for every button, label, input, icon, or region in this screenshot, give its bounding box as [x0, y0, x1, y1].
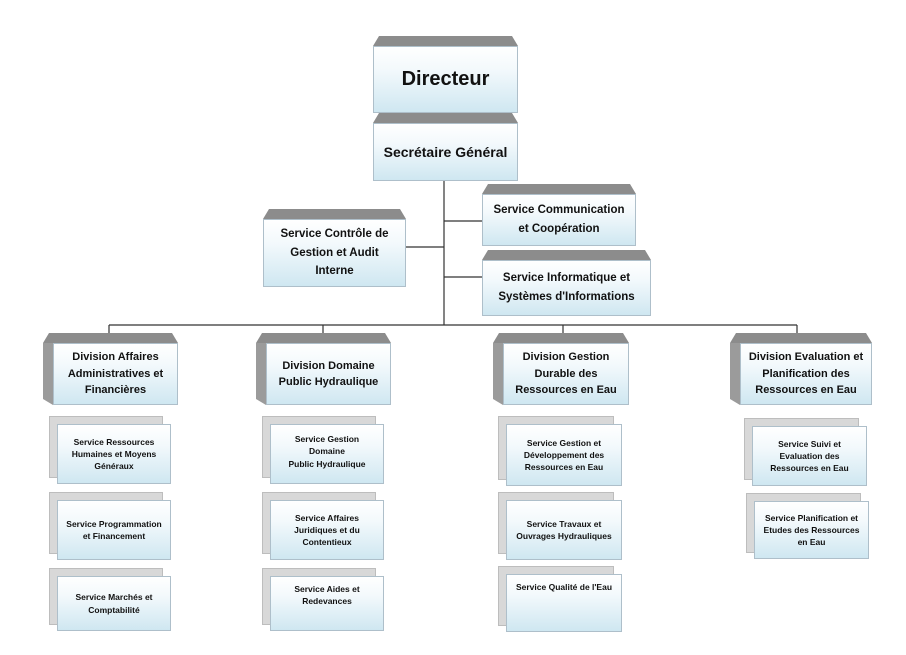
division-administrative-financial-box: Division Affaires Administratives et Fin…	[43, 333, 178, 405]
service-label-line: Service Planification et	[764, 512, 859, 523]
service-box: Service Aides et Redevances	[262, 568, 384, 631]
service-box: Service Travaux et Ouvrages Hydrauliques	[498, 492, 622, 560]
control-line: Interne	[315, 265, 354, 278]
service-box: Service Gestion Domaine Public Hydrauliq…	[262, 416, 384, 484]
service-label-line: Service Ressources	[73, 436, 155, 447]
service-label-line: et Financement	[82, 531, 146, 541]
service-label-line: Service Affaires	[295, 512, 359, 523]
informatics-line: Systèmes d'Informations	[498, 291, 635, 303]
service-label-line: Service Marchés et	[75, 592, 153, 603]
service-box: Service Programmation et Financement	[49, 492, 171, 560]
director-label: Directeur	[373, 46, 518, 113]
service-box: Service Ressources Humaines et Moyens Gé…	[49, 416, 171, 484]
service-label-line: Etudes des Ressources	[763, 524, 860, 535]
service-label-line: Service Qualité de l'Eau	[515, 582, 613, 592]
service-label-line: Humaines et Moyens	[71, 448, 157, 459]
control-audit-service-box: Service Contrôle de Gestion et Audit Int…	[263, 209, 406, 287]
division-title-line: Ressources en Eau	[515, 384, 617, 397]
service-label-line: Service Aides et	[294, 584, 360, 594]
division-title-line: Public Hydraulique	[278, 376, 379, 388]
service-label-line: Juridiques et du	[294, 524, 360, 535]
division-title-line: Division Evaluation et	[748, 351, 864, 364]
communication-line: Service Communication	[493, 204, 625, 217]
service-label-line: Service Travaux et	[526, 518, 602, 529]
division-title-line: Ressources en Eau	[755, 384, 857, 397]
service-label-line: Généraux	[94, 461, 134, 472]
service-label-line: Evaluation des	[779, 450, 840, 461]
service-label-line: Service Gestion et	[526, 437, 602, 448]
service-label-line: en Eau	[797, 537, 826, 548]
service-label-line: Ressources en Eau	[770, 463, 849, 474]
service-box: Service Qualité de l'Eau	[498, 566, 622, 632]
informatics-service-box: Service Informatique et Systèmes d'Infor…	[482, 250, 651, 316]
division-sustainable-water-management-box: Division Gestion Durable des Ressources …	[493, 333, 629, 405]
service-box: Service Suivi et Evaluation des Ressourc…	[744, 418, 867, 486]
service-label-line: Service Suivi et	[778, 438, 841, 449]
division-title-line: Administratives et	[67, 367, 164, 380]
division-evaluation-planning-box: Division Evaluation et Planification des…	[730, 333, 872, 405]
service-label-line: Ressources en Eau	[524, 462, 604, 473]
service-box: Service Affaires Juridiques et du Conten…	[262, 492, 384, 560]
service-label-line: Développement des	[523, 449, 605, 460]
division-title-line: Division Domaine	[282, 359, 375, 372]
service-label-line: Public Hydraulique	[288, 458, 366, 469]
director-box: Directeur	[373, 36, 518, 113]
division-title-line: Financières	[84, 384, 147, 397]
communication-service-box: Service Communication et Coopération	[482, 184, 636, 246]
control-line: Gestion et Audit	[290, 246, 379, 259]
service-label-line: Service Gestion Domaine	[294, 434, 360, 457]
division-title-line: Durable des	[534, 367, 598, 380]
service-box: Service Gestion et Développement des Res…	[498, 416, 622, 486]
service-box: Service Marchés et Comptabilité	[49, 568, 171, 631]
division-title-line: Planification des	[762, 367, 850, 380]
service-label-line: Redevances	[302, 596, 352, 607]
secretary-general-label: Secrétaire Général	[373, 123, 518, 181]
informatics-line: Service Informatique et	[502, 272, 631, 285]
service-label-line: Service Programmation	[66, 518, 162, 529]
service-label-line: Ouvrages Hydrauliques	[516, 531, 612, 541]
division-title-line: Division Gestion	[522, 351, 610, 364]
secretary-general-box: Secrétaire Général	[373, 113, 518, 181]
service-label-line: Contentieux	[302, 537, 352, 548]
service-label-line: Comptabilité	[88, 604, 140, 615]
control-line: Service Contrôle de	[280, 227, 389, 240]
communication-line: et Coopération	[518, 223, 600, 235]
service-box: Service Planification et Etudes des Ress…	[746, 493, 869, 559]
division-public-hydraulic-domain-box: Division Domaine Public Hydraulique	[256, 333, 391, 405]
division-title-line: Division Affaires	[72, 351, 159, 364]
